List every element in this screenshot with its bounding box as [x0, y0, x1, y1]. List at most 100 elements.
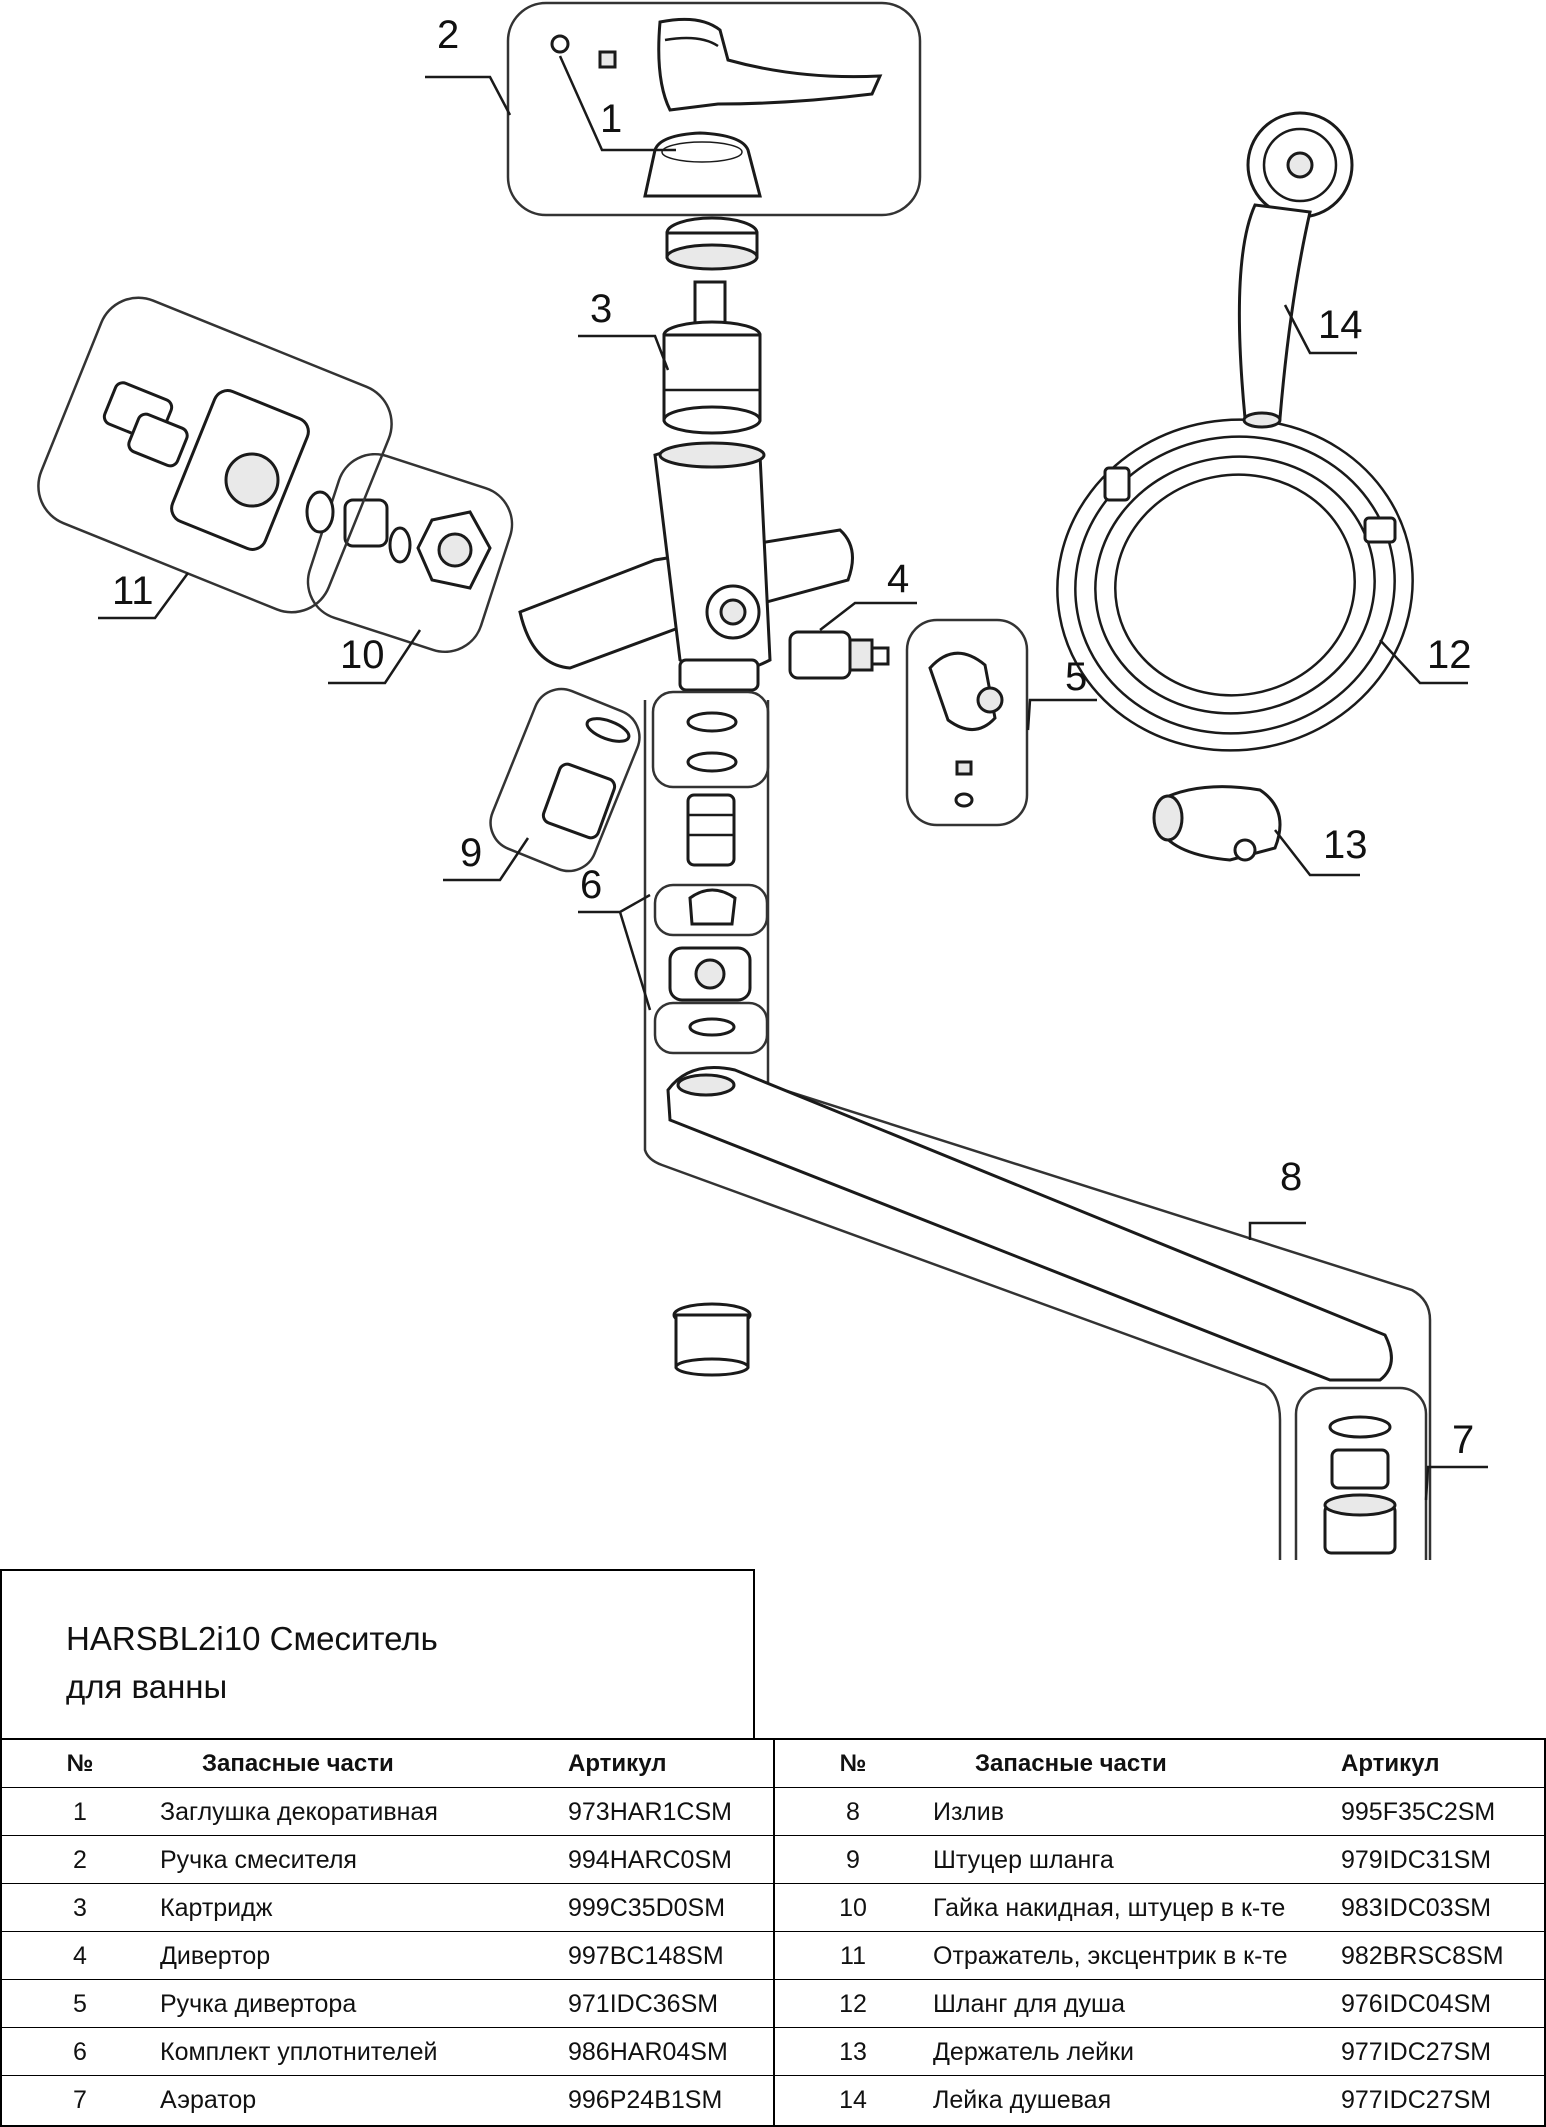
part-7-aerator-group — [1294, 1386, 1428, 1560]
table-row: 4 Дивертор 997BC148SM — [2, 1932, 773, 1980]
callout-9: 9 — [460, 831, 482, 875]
callout-11: 11 — [112, 569, 154, 613]
callout-5: 5 — [1065, 655, 1087, 699]
callout-13: 13 — [1323, 823, 1368, 867]
part-11-reflector-group — [37, 296, 393, 614]
cell-article: 986HAR04SM — [568, 2038, 728, 2066]
table-row: 1 Заглушка декоративная 973HAR1CSM — [2, 1788, 773, 1836]
part-13-shower-holder — [1152, 785, 1282, 862]
table-left-half: № Запасные части Артикул 1 Заглушка деко… — [2, 1740, 775, 2125]
part-10-nut-fitting-group — [305, 452, 514, 654]
title-box: HARSBL2i10 Смеситель для ванны — [0, 1569, 755, 1740]
cell-number: 11 — [840, 1942, 866, 1970]
callout-2: 2 — [437, 13, 459, 57]
part-3-cartridge — [662, 320, 762, 435]
callout-8: 8 — [1280, 1155, 1302, 1199]
cell-number: 14 — [839, 2086, 867, 2114]
part-14-hand-shower — [1237, 111, 1354, 429]
part-4-diverter — [788, 630, 890, 680]
cell-part: Дивертор — [160, 1942, 271, 1970]
cell-article: 983IDC03SM — [1341, 1894, 1492, 1922]
part-nut-below-handle — [665, 216, 759, 326]
cell-article: 997BC148SM — [568, 1942, 724, 1970]
callout-4: 4 — [887, 557, 909, 601]
cell-part: Комплект уплотнителей — [160, 2038, 438, 2066]
header-article: Артикул — [1341, 1750, 1440, 1777]
cell-article: 977IDC27SM — [1341, 2038, 1492, 2066]
table-row: 5 Ручка дивертора 971IDC36SM — [2, 1980, 773, 2028]
table-row: 6 Комплект уплотнителей 986HAR04SM — [2, 2028, 773, 2076]
cell-part: Заглушка декоративная — [160, 1798, 438, 1826]
cell-part: Шланг для душа — [933, 1990, 1125, 2018]
cell-part: Держатель лейки — [933, 2038, 1134, 2066]
callout-10: 10 — [340, 633, 385, 677]
table-row: 14 Лейка душевая 977IDC27SM — [775, 2076, 1546, 2124]
table-right-half: № Запасные части Артикул 8 Излив 995F35C… — [775, 1740, 1546, 2125]
leader-lines — [98, 55, 1488, 1501]
table-row: 12 Шланг для душа 976IDC04SM — [775, 1980, 1546, 2028]
header-article: Артикул — [568, 1750, 667, 1777]
table-row: 10 Гайка накидная, штуцер в к-те 983IDC0… — [775, 1884, 1546, 1932]
cell-part: Ручка дивертора — [160, 1990, 357, 2018]
cell-article: 999C35D0SM — [568, 1894, 726, 1922]
callout-3: 3 — [590, 287, 612, 331]
cell-part: Отражатель, эксцентрик в к-те — [933, 1942, 1288, 1970]
part-12-shower-hose — [1056, 418, 1414, 752]
cell-article: 995F35C2SM — [1341, 1798, 1496, 1826]
spare-parts-table: № Запасные части Артикул 1 Заглушка деко… — [0, 1738, 1546, 2127]
header-part: Запасные части — [975, 1750, 1167, 1777]
header-number: № — [66, 1750, 94, 1777]
header-part: Запасные части — [202, 1750, 394, 1777]
part-9-hose-connector-group — [489, 687, 641, 873]
exploded-parts-diagram: 1 2 3 4 5 6 7 8 9 10 11 12 13 14 — [37, 1, 1488, 1560]
cell-article: 994HARC0SM — [568, 1846, 732, 1874]
table-row: 13 Держатель лейки 977IDC27SM — [775, 2028, 1546, 2076]
cell-article: 971IDC36SM — [568, 1990, 719, 2018]
cell-number: 6 — [73, 2038, 87, 2066]
table-row: 7 Аэратор 996P24B1SM — [2, 2076, 773, 2124]
table-header-row: № Запасные части Артикул — [2, 1740, 773, 1788]
part-5-diverter-handle-group — [905, 618, 1029, 827]
callout-7: 7 — [1452, 1418, 1474, 1462]
cell-number: 5 — [73, 1990, 87, 2018]
part-2-handle-group — [506, 1, 922, 217]
callout-14: 14 — [1318, 303, 1363, 347]
cell-part: Излив — [933, 1798, 1004, 1826]
cell-number: 10 — [839, 1894, 867, 1922]
table-row: 2 Ручка смесителя 994HARC0SM — [2, 1836, 773, 1884]
cell-article: 982BRSC8SM — [1341, 1942, 1504, 1970]
cell-part: Аэратор — [160, 2086, 257, 2114]
mixer-body — [518, 441, 854, 692]
cell-number: 8 — [846, 1798, 860, 1826]
part-6-seal-kit — [651, 690, 770, 1055]
table-header-row: № Запасные части Артикул — [775, 1740, 1546, 1788]
product-title: HARSBL2i10 Смеситель для ванны — [66, 1620, 438, 1705]
table-row: 9 Штуцер шланга 979IDC31SM — [775, 1836, 1546, 1884]
cell-number: 12 — [839, 1990, 867, 2018]
cell-article: 976IDC04SM — [1341, 1990, 1492, 2018]
table-row: 3 Картридж 999C35D0SM — [2, 1884, 773, 1932]
cell-number: 13 — [839, 2038, 867, 2066]
cell-article: 977IDC27SM — [1341, 2086, 1492, 2114]
callout-1: 1 — [600, 97, 622, 141]
table-row: 8 Излив 995F35C2SM — [775, 1788, 1546, 1836]
cell-article: 979IDC31SM — [1341, 1846, 1492, 1874]
header-number: № — [839, 1750, 867, 1777]
cell-article: 973HAR1CSM — [568, 1798, 732, 1826]
cell-part: Лейка душевая — [933, 2086, 1112, 2114]
cell-number: 7 — [73, 2086, 87, 2114]
part-8-spout — [643, 700, 1432, 1560]
cell-part: Штуцер шланга — [933, 1846, 1114, 1874]
cell-part: Гайка накидная, штуцер в к-те — [933, 1894, 1286, 1922]
cell-number: 4 — [73, 1942, 87, 1970]
cell-number: 2 — [73, 1846, 87, 1874]
cell-number: 9 — [846, 1846, 860, 1874]
callout-6: 6 — [580, 863, 602, 907]
cell-part: Ручка смесителя — [160, 1846, 357, 1874]
cell-number: 1 — [73, 1798, 87, 1826]
cell-number: 3 — [73, 1894, 87, 1922]
callout-12: 12 — [1427, 633, 1472, 677]
cell-part: Картридж — [160, 1894, 273, 1922]
cell-article: 996P24B1SM — [568, 2086, 723, 2114]
table-row: 11 Отражатель, эксцентрик в к-те 982BRSC… — [775, 1932, 1546, 1980]
